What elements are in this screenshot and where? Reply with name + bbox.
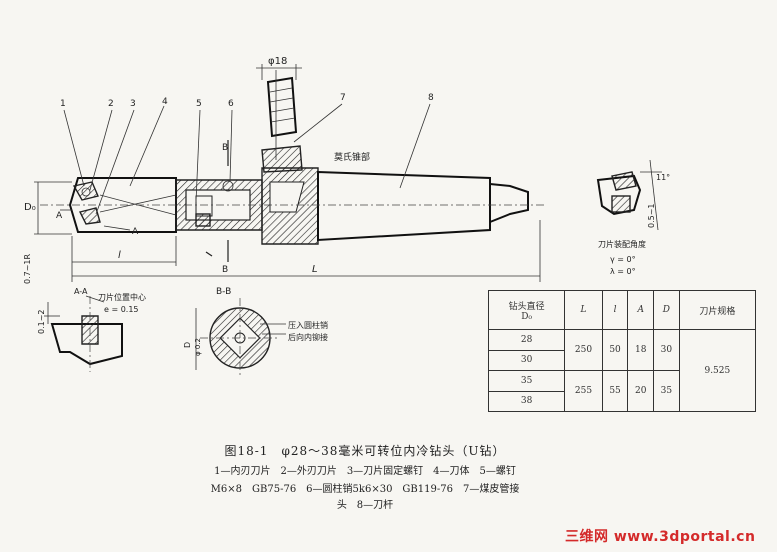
cell-L-g2: 255 xyxy=(564,370,603,412)
cell-l-g1: 50 xyxy=(601,329,629,371)
figure-title: 图18-1 φ28～38毫米可转位内冷钻头（U钻） xyxy=(224,444,506,458)
morse-taper-label: 莫氏锥部 xyxy=(334,151,370,163)
cell-A-g2: 20 xyxy=(627,370,655,412)
bb-dim-d-label: D xyxy=(183,342,192,348)
part-1: 1 xyxy=(60,99,66,109)
section-b-top-label: B xyxy=(222,143,228,153)
table-row: 38 xyxy=(487,390,756,412)
cell-L-g1: 250 xyxy=(564,329,603,371)
press-fit-label-2: 后向内铆接 xyxy=(288,332,328,342)
insert-inner xyxy=(78,207,101,225)
cell-D-g1: 30 xyxy=(653,329,680,371)
header-A: A xyxy=(627,290,655,330)
cell-spec: 9.525 xyxy=(678,329,757,412)
cell-A-g1: 18 xyxy=(627,329,655,371)
part-5: 5 xyxy=(196,99,202,109)
cell-d-38: 38 xyxy=(487,390,566,412)
cell-d-30: 30 xyxy=(487,349,566,371)
press-fit-label-1: 压入圆柱销 xyxy=(288,320,328,330)
e-value-label: e = 0.15 xyxy=(104,305,139,314)
gamma-label: γ = 0° xyxy=(610,255,636,264)
blade-angle-label: 刀片装配角度 xyxy=(598,239,646,249)
lambda-label: λ = 0° xyxy=(610,267,636,276)
header-l: l xyxy=(601,290,629,330)
bb-dim-phi-label: φ 0.2 xyxy=(194,338,202,356)
part-7: 7 xyxy=(340,93,346,103)
table-row: 35 255 55 20 35 xyxy=(487,370,756,412)
cell-D-g2: 35 xyxy=(653,370,680,412)
cell-d-28: 28 xyxy=(487,329,566,351)
radius-dim-label: 0.7~1R xyxy=(23,253,32,284)
section-b-bottom-label: B xyxy=(222,265,228,275)
length-L-label: L xyxy=(312,264,318,275)
part-4: 4 xyxy=(162,97,168,107)
caption-line-3: 头 8—刀杆 xyxy=(336,500,394,511)
section-a-arrow-label: A xyxy=(132,227,139,237)
table-row: 28 250 50 18 30 9.525 xyxy=(487,329,757,412)
caption-line-2: M6×8 GB75-76 6—圆柱销5k6×30 GB119-76 7—煤皮管接 xyxy=(210,484,520,495)
section-aa xyxy=(44,295,123,372)
cell-l-g2: 55 xyxy=(601,370,629,412)
cell-d-35: 35 xyxy=(487,370,566,392)
length-l-label: l xyxy=(118,250,121,261)
insert-outer xyxy=(72,181,99,201)
part-3: 3 xyxy=(130,99,136,109)
gap-dim-label: 0.1~2 xyxy=(37,309,46,334)
part-6: 6 xyxy=(228,99,234,109)
drill-main-view xyxy=(34,64,545,282)
watermark: 三维网 www.3dportal.cn xyxy=(565,529,756,545)
section-a-label: A xyxy=(56,211,63,221)
header-D: D xyxy=(653,290,680,330)
offset-dim-label: 0.5~1 xyxy=(647,203,656,228)
blade-center-label: 刀片位置中心 xyxy=(98,292,146,302)
blade-angle-detail xyxy=(596,159,662,231)
caption-line-1: 1—内刃刀片 2—外刃刀片 3—刀片固定螺钉 4—刀体 5—螺钉 xyxy=(214,466,516,477)
section-aa-title: A-A xyxy=(74,287,88,296)
section-bb xyxy=(195,298,286,378)
header-L: L xyxy=(564,290,603,330)
header-spec: 刀片规格 xyxy=(678,290,757,330)
part-2: 2 xyxy=(108,99,114,109)
angle-11-label: 11° xyxy=(656,173,670,182)
section-bb-title: B-B xyxy=(216,287,231,297)
d0-label: D₀ xyxy=(24,202,36,213)
part-8: 8 xyxy=(428,93,434,103)
phi18-label: φ18 xyxy=(268,56,287,67)
